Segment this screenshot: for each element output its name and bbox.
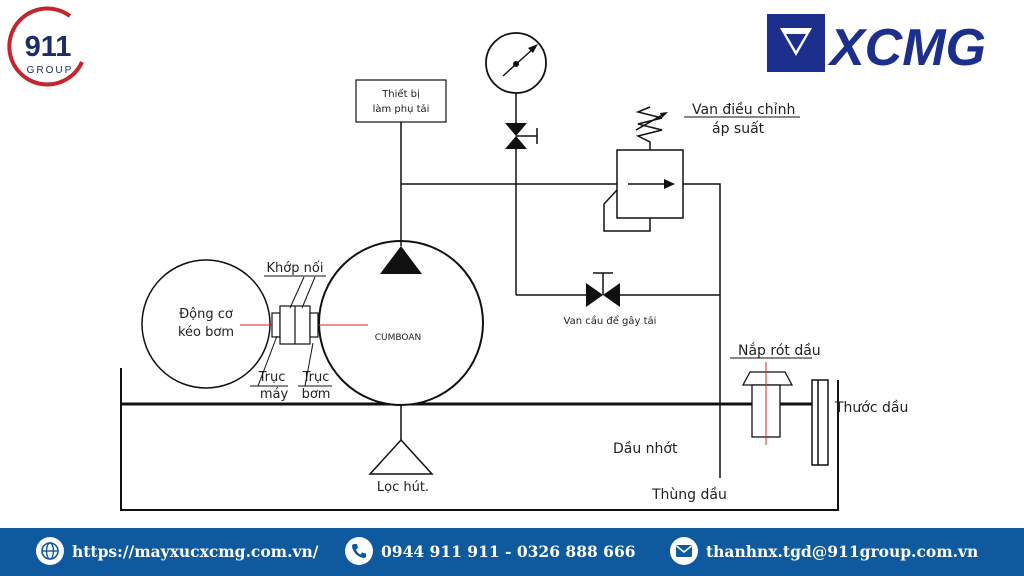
- oil-tank: [120, 368, 839, 511]
- pressure-gauge-icon: [485, 32, 547, 94]
- xcmg-logo: XCMG: [767, 14, 986, 77]
- email-link[interactable]: thanhnx.tgd@911group.com.vn: [670, 537, 978, 565]
- filler-cap-label: Nắp rót dầu: [738, 342, 821, 359]
- pump-direction-icon: [380, 246, 422, 274]
- suction-filter: [368, 438, 434, 475]
- coupling: [271, 305, 319, 345]
- website-text: https://mayxucxcmg.com.vn/: [72, 541, 319, 561]
- email-text: thanhnx.tgd@911group.com.vn: [706, 541, 979, 561]
- machine-shaft-label-line1: Trục: [258, 370, 286, 385]
- ball-valve-label: Van cầu để gây tải: [564, 314, 657, 327]
- coupling-leader-lines: [289, 276, 316, 309]
- gauge-valve-icon: [505, 123, 538, 149]
- coupling-label: Khớp nối: [267, 261, 324, 276]
- globe-icon: [36, 537, 64, 565]
- phone-link[interactable]: 0944 911 911 - 0326 888 666: [345, 537, 636, 565]
- pressure-valve-label-line1: Van điều chỉnh: [692, 101, 795, 118]
- tank-label: Thùng dầu: [651, 487, 727, 503]
- load-device-box: [355, 79, 447, 123]
- phone-icon: [345, 537, 373, 565]
- hydraulic-lines: [400, 92, 721, 478]
- motor: [141, 259, 271, 389]
- suction-filter-label: Lọc hút.: [377, 480, 429, 495]
- website-link[interactable]: https://mayxucxcmg.com.vn/: [36, 537, 318, 565]
- load-device-label-line1: Thiết bị: [381, 88, 420, 100]
- email-icon: [670, 537, 698, 565]
- filler-cap-icon: [741, 362, 794, 445]
- logo-911-number: 911: [25, 31, 72, 63]
- machine-shaft-label-line2: máy: [260, 387, 289, 402]
- shaft-leader-lines: [250, 335, 332, 387]
- xcmg-wordmark: XCMG: [827, 19, 986, 77]
- dipstick-icon: [811, 379, 829, 466]
- load-device-label-line2: làm phụ tải: [373, 103, 430, 115]
- phone-text: 0944 911 911 - 0326 888 666: [381, 541, 636, 561]
- pump-shaft-label-line1: Trục: [302, 370, 330, 385]
- contact-footer: https://mayxucxcmg.com.vn/ 0944 911 911 …: [0, 528, 1024, 576]
- pump-shaft-label-line2: bơm: [302, 387, 331, 402]
- oil-label: Dầu nhớt: [613, 441, 678, 457]
- pump-label: CUMBOAN: [375, 333, 421, 343]
- logo-911-word: GROUP: [27, 65, 74, 76]
- 911-group-logo: 911 GROUP: [7, 6, 84, 87]
- pressure-valve-label-line2: áp suất: [712, 121, 765, 137]
- dipstick-label: Thước dầu: [834, 400, 908, 416]
- ball-valve-icon: [586, 272, 620, 307]
- motor-label-line2: kéo bơm: [178, 325, 234, 340]
- motor-label-line1: Động cơ: [179, 307, 233, 322]
- pressure-relief-valve-icon: [603, 106, 684, 232]
